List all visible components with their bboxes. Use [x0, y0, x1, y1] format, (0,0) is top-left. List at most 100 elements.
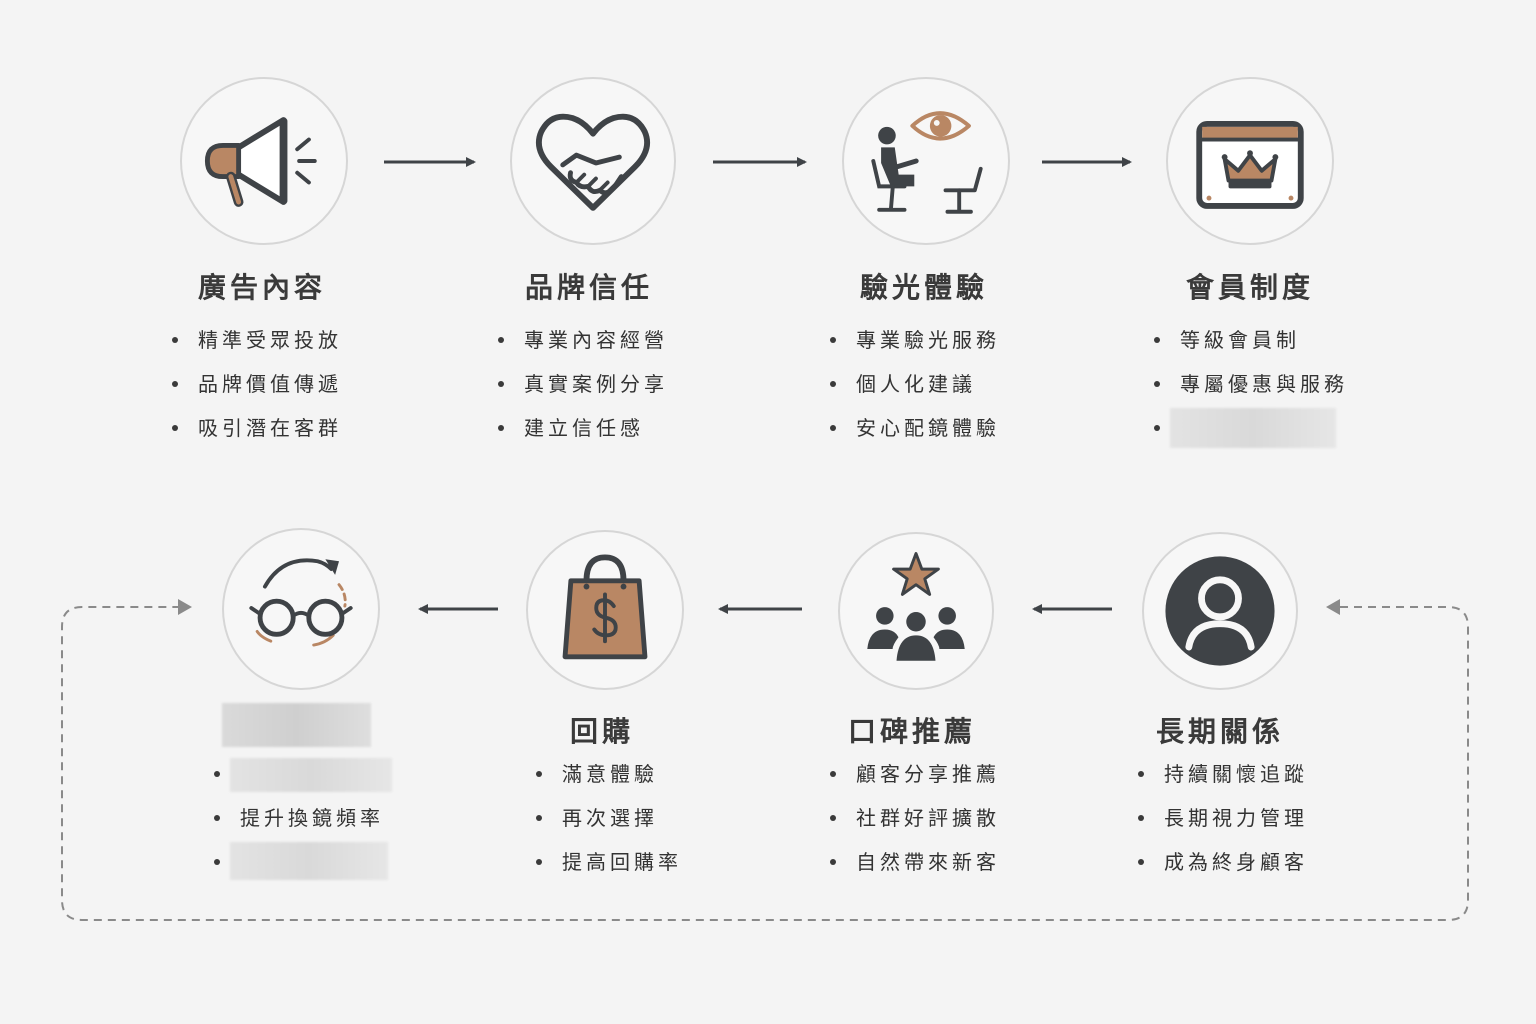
- step-advertising-title: 廣告內容: [197, 271, 326, 304]
- bullet-dot: [830, 859, 836, 865]
- bullet-dot: [830, 815, 836, 821]
- bullet-dot: [1138, 859, 1144, 865]
- bullet-dot: [498, 337, 504, 343]
- loop-arrowhead-right: [1326, 599, 1340, 615]
- loop-arrowhead-left: [178, 599, 192, 615]
- list-item: 精準受眾投放: [172, 326, 342, 370]
- step-lens-renewal-bullets: 提升換鏡頻率: [214, 758, 392, 892]
- bullet-text: 持續關懷追蹤: [1164, 762, 1308, 786]
- bullet-text: 吸引潛在客群: [198, 416, 342, 440]
- step-repurchase-title: 回購: [569, 715, 634, 748]
- glasses-cycle-icon: [249, 558, 353, 647]
- bullet-text: 滿意體驗: [562, 762, 658, 786]
- bullet-dot: [1154, 337, 1160, 343]
- step-eye-exam-bullets: 專業驗光服務 個人化建議 安心配鏡體驗: [830, 326, 1000, 458]
- list-item: 再次選擇: [536, 804, 682, 848]
- list-item: 顧客分享推薦: [830, 760, 1000, 804]
- bullet-text: 建立信任感: [524, 416, 644, 440]
- bullet-text: 自然帶來新客: [856, 850, 1000, 874]
- user-avatar-icon: [1165, 556, 1275, 666]
- list-item: 真實案例分享: [498, 370, 668, 414]
- step-long-term-circle: [1142, 532, 1298, 690]
- step-membership-circle: [1166, 77, 1334, 245]
- bullet-text: 專業驗光服務: [856, 328, 1000, 352]
- bullet-text: 顧客分享推薦: [856, 762, 1000, 786]
- list-item: 滿意體驗: [536, 760, 682, 804]
- bullet-dot: [498, 425, 504, 431]
- bullet-dot: [172, 425, 178, 431]
- bullet-dot: [172, 337, 178, 343]
- list-item: [214, 758, 392, 804]
- step-word-of-mouth-circle: [838, 532, 994, 690]
- bullet-dot: [1154, 425, 1160, 431]
- list-item: 專業內容經營: [498, 326, 668, 370]
- list-item: 社群好評擴散: [830, 804, 1000, 848]
- star-group-icon: [867, 552, 965, 661]
- list-item: 專屬優惠與服務: [1154, 370, 1348, 414]
- step-advertising-bullets: 精準受眾投放 品牌價值傳遞 吸引潛在客群: [172, 326, 342, 458]
- loop-back-dashed-line: [61, 606, 1469, 921]
- bullet-text: 再次選擇: [562, 806, 658, 830]
- bullet-dot: [536, 859, 542, 865]
- megaphone-icon: [204, 117, 317, 207]
- step-membership-title: 會員制度: [1185, 271, 1314, 304]
- bullet-dot: [830, 771, 836, 777]
- bullet-text: 安心配鏡體驗: [856, 416, 1000, 440]
- step-lens-renewal-circle: [222, 528, 380, 690]
- step-repurchase-bullets: 滿意體驗 再次選擇 提高回購率: [536, 760, 682, 892]
- list-item: 持續關懷追蹤: [1138, 760, 1308, 804]
- bullet-dot: [214, 771, 220, 777]
- step-membership-bullets: 等級會員制 專屬優惠與服務: [1154, 326, 1348, 458]
- list-item: 個人化建議: [830, 370, 1000, 414]
- list-item: [214, 842, 392, 892]
- redacted-text: [230, 842, 388, 880]
- redacted-text: [230, 758, 392, 792]
- bullet-dot: [830, 381, 836, 387]
- step-brand-trust-circle: [510, 77, 676, 245]
- step-eye-exam-circle: [842, 77, 1010, 245]
- step-brand-trust-bullets: 專業內容經營 真實案例分享 建立信任感: [498, 326, 668, 458]
- list-item: 提升換鏡頻率: [214, 804, 392, 848]
- crown-card-icon: [1196, 120, 1304, 209]
- bullet-text: 社群好評擴散: [856, 806, 1000, 830]
- handshake-heart-icon: [536, 113, 650, 211]
- step-word-of-mouth-bullets: 顧客分享推薦 社群好評擴散 自然帶來新客: [830, 760, 1000, 892]
- list-item: 等級會員制: [1154, 326, 1348, 370]
- step-long-term-bullets: 持續關懷追蹤 長期視力管理 成為終身顧客: [1138, 760, 1308, 892]
- bullet-dot: [830, 337, 836, 343]
- bullet-text: 提升換鏡頻率: [240, 806, 384, 830]
- list-item: 吸引潛在客群: [172, 414, 342, 458]
- bullet-dot: [214, 859, 220, 865]
- bullet-text: 精準受眾投放: [198, 328, 342, 352]
- bullet-dot: [498, 381, 504, 387]
- bullet-text: 真實案例分享: [524, 372, 668, 396]
- bullet-text: 成為終身顧客: [1164, 850, 1308, 874]
- step-advertising-circle: [180, 77, 348, 245]
- redacted-text: [1170, 408, 1336, 448]
- list-item: 建立信任感: [498, 414, 668, 458]
- eye-exam-icon: [871, 111, 983, 214]
- bullet-dot: [1154, 381, 1160, 387]
- bullet-dot: [536, 815, 542, 821]
- bullet-text: 等級會員制: [1180, 328, 1300, 352]
- bullet-text: 個人化建議: [856, 372, 976, 396]
- bullet-text: 品牌價值傳遞: [198, 372, 342, 396]
- list-item: [1154, 408, 1348, 458]
- list-item: 專業驗光服務: [830, 326, 1000, 370]
- step-lens-renewal-title: [222, 703, 371, 747]
- bullet-dot: [536, 771, 542, 777]
- bullet-dot: [214, 815, 220, 821]
- step-long-term-title: 長期關係: [1155, 715, 1284, 748]
- list-item: 提高回購率: [536, 848, 682, 892]
- list-item: 長期視力管理: [1138, 804, 1308, 848]
- step-brand-trust-title: 品牌信任: [524, 271, 653, 304]
- step-eye-exam-title: 驗光體驗: [859, 271, 988, 304]
- bullet-dot: [1138, 771, 1144, 777]
- bullet-text: 長期視力管理: [1164, 806, 1308, 830]
- shopping-bag-icon: [562, 554, 648, 660]
- bullet-dot: [830, 425, 836, 431]
- bullet-dot: [172, 381, 178, 387]
- list-item: 成為終身顧客: [1138, 848, 1308, 892]
- step-word-of-mouth-title: 口碑推薦: [847, 715, 976, 748]
